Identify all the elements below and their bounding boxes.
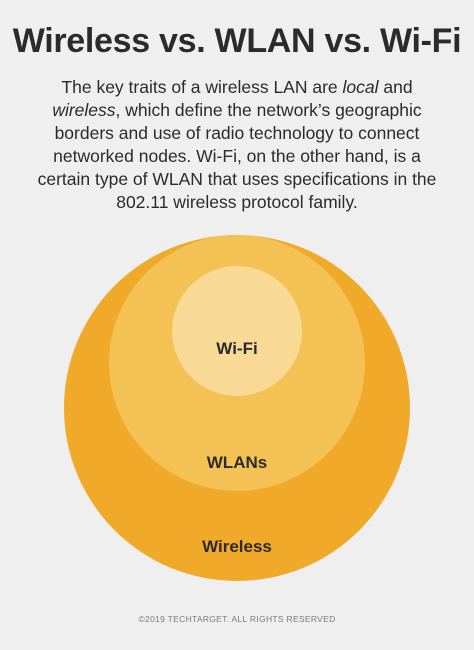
description-emphasis-local: local xyxy=(342,77,379,97)
wifi-circle xyxy=(172,266,302,396)
description-text-2: and xyxy=(378,77,413,97)
wireless-label: Wireless xyxy=(202,537,272,556)
description-text-3: , which define the network’s geographic … xyxy=(37,100,437,212)
page-title: Wireless vs. WLAN vs. Wi-Fi xyxy=(12,22,462,60)
description-paragraph: The key traits of a wireless LAN are loc… xyxy=(30,76,444,214)
description-emphasis-wireless: wireless xyxy=(52,100,116,120)
wifi-label: Wi-Fi xyxy=(216,339,257,358)
copyright-notice: ©2019 TECHTARGET. ALL RIGHTS RESERVED xyxy=(138,614,336,624)
wlans-label: WLANs xyxy=(207,453,267,472)
description-text-1: The key traits of a wireless LAN are xyxy=(61,77,343,97)
